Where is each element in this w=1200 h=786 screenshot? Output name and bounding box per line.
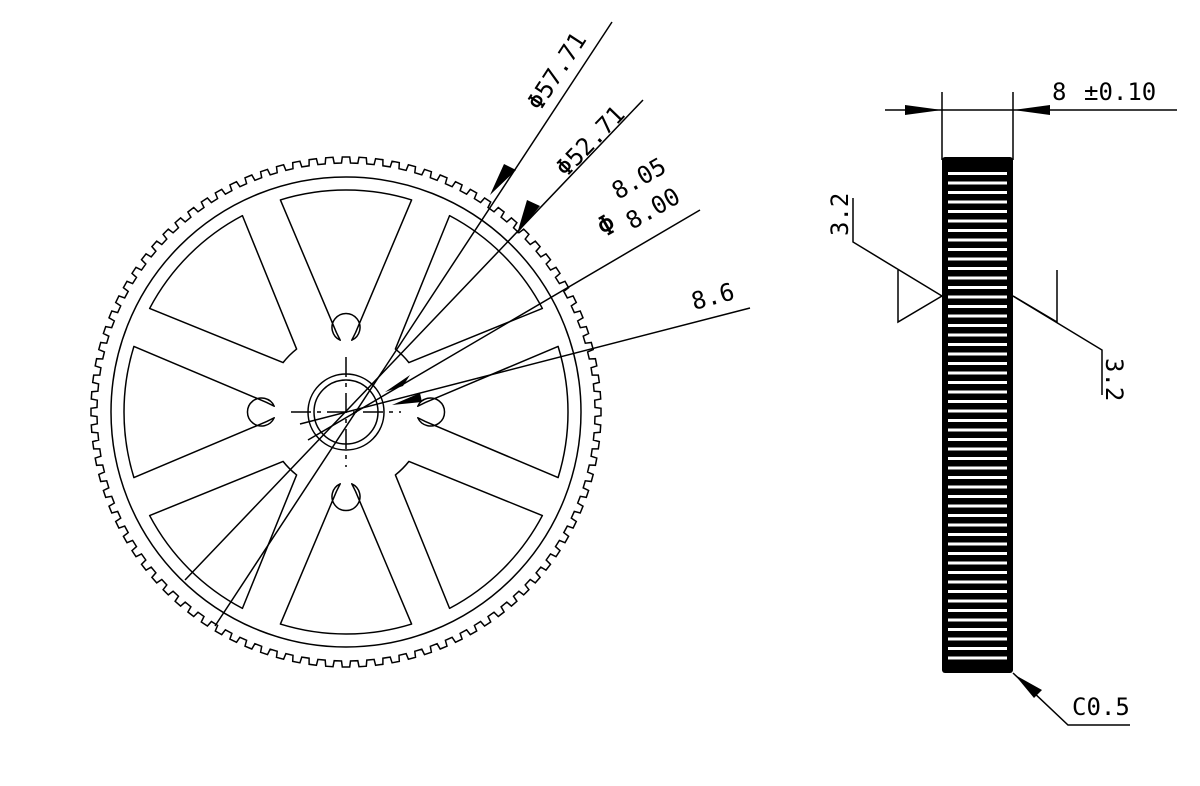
knurl-stripe	[948, 466, 1007, 470]
hub-diameter-label: 8.6	[688, 278, 737, 316]
leader-outer-diameter	[214, 21, 613, 627]
knurl-stripe	[948, 257, 1007, 261]
knurl-stripe	[948, 542, 1007, 546]
knurl-stripe	[948, 495, 1007, 498]
knurl-stripe	[948, 409, 1007, 413]
leader-root-diameter	[184, 99, 644, 581]
knurl-stripe	[948, 476, 1007, 479]
arrow-root	[517, 200, 540, 234]
spoke-window	[279, 189, 413, 341]
knurl-stripe	[948, 248, 1007, 251]
knurl-stripe	[948, 580, 1007, 584]
gear-teeth-outline	[90, 156, 602, 668]
spoke-window	[417, 345, 569, 479]
knurl-stripe	[948, 305, 1007, 308]
arrow-right	[1013, 105, 1050, 115]
roughness-right-label: 3.2	[1100, 358, 1128, 401]
knurl-stripe	[948, 504, 1007, 508]
thickness-label: 8	[1052, 78, 1066, 106]
spoke-window	[123, 345, 275, 479]
arrow-bore	[385, 375, 410, 392]
knurl-stripe	[948, 599, 1007, 603]
knurl-stripe	[948, 219, 1007, 223]
knurl-stripe	[948, 561, 1007, 565]
knurl-stripe	[948, 371, 1007, 375]
knurl-stripe	[948, 590, 1007, 593]
knurl-stripe	[948, 362, 1007, 365]
root-diameter-label: Φ52.71	[550, 100, 630, 182]
chamfer-label: C0.5	[1072, 693, 1130, 721]
knurl-stripe	[948, 286, 1007, 289]
knurl-stripe	[948, 238, 1007, 242]
knurl-stripe	[948, 267, 1007, 270]
knurl-stripe	[948, 656, 1007, 660]
gear-side-view: 8 ±0.10 3.2 3.2 C0.5	[826, 78, 1177, 726]
knurl-stripe	[948, 333, 1007, 337]
outer-diameter-label: Φ57.71	[522, 27, 593, 115]
rim-inner-circle	[110, 176, 582, 648]
knurl-stripe	[948, 295, 1007, 299]
spoke-window	[394, 460, 544, 610]
leader-bore	[307, 209, 701, 441]
knurl-stripe	[948, 314, 1007, 318]
knurl-stripe	[948, 485, 1007, 489]
roughness-left-label: 3.2	[826, 193, 854, 236]
knurl-stripe	[948, 533, 1007, 536]
knurl-stripe	[948, 428, 1007, 432]
knurl-stripe	[948, 447, 1007, 451]
knurl-stripe	[948, 647, 1007, 650]
roughness-left-leader	[852, 198, 943, 297]
knurl-stripe	[948, 390, 1007, 394]
bore-diameter-symbol: Φ	[591, 207, 622, 244]
spoke-window	[148, 214, 298, 364]
knurl-stripe	[948, 419, 1007, 422]
arrow-left	[905, 105, 942, 115]
spoke-window	[279, 483, 413, 635]
knurl-stripe	[948, 343, 1007, 346]
knurl-stripe	[948, 210, 1007, 213]
knurl-stripe	[948, 352, 1007, 356]
knurl-stripe	[948, 276, 1007, 280]
knurl-stripe	[948, 172, 1007, 175]
knurl-stripe	[948, 324, 1007, 327]
knurl-stripe	[948, 514, 1007, 517]
arrow-hub	[392, 393, 422, 405]
knurl-stripe	[948, 229, 1007, 232]
spoke-window	[394, 214, 544, 364]
knurl-stripe	[948, 637, 1007, 641]
chamfer-arrow	[1015, 675, 1042, 698]
knurl-stripe	[948, 191, 1007, 194]
knurl-stripe	[948, 400, 1007, 403]
leader-hub	[299, 307, 751, 425]
knurl-stripe	[948, 523, 1007, 527]
dimension-leaders	[184, 21, 751, 627]
knurl-stripe	[948, 181, 1007, 185]
spoke-window	[148, 460, 298, 610]
knurl-stripe	[948, 618, 1007, 622]
knurl-stripe	[948, 609, 1007, 612]
knurl-stripe	[948, 628, 1007, 631]
knurl-stripe	[948, 552, 1007, 555]
knurl-stripe	[948, 438, 1007, 441]
knurl-stripe	[948, 571, 1007, 574]
knurl-stripe	[948, 200, 1007, 204]
roughness-right-symbol	[1012, 270, 1058, 324]
arrow-outer	[490, 164, 516, 195]
roughness-left-symbol	[897, 270, 943, 324]
knurl-stripe	[948, 457, 1007, 460]
knurled-face	[942, 157, 1013, 673]
knurl-stripe	[948, 381, 1007, 384]
thickness-tolerance: ±0.10	[1084, 78, 1156, 106]
